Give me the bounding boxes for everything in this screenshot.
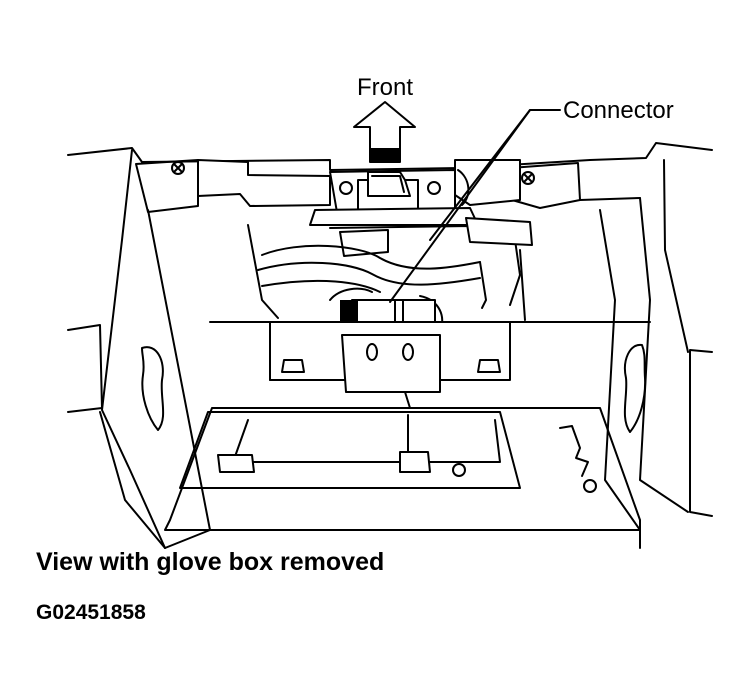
lower-mount-panel <box>209 321 651 409</box>
connector-leader-lines <box>389 109 561 303</box>
front-label: Front <box>357 74 413 101</box>
wiring-harness <box>247 217 533 331</box>
dashboard-top-rails <box>141 159 591 207</box>
right-side-panel <box>509 142 713 549</box>
figure-id: G02451858 <box>36 601 146 624</box>
connector-label: Connector <box>563 97 674 124</box>
glove-box-floor <box>164 407 641 531</box>
center-mount-bracket <box>309 169 479 226</box>
figure-caption: View with glove box removed <box>36 548 385 576</box>
front-arrow-icon <box>353 101 416 163</box>
